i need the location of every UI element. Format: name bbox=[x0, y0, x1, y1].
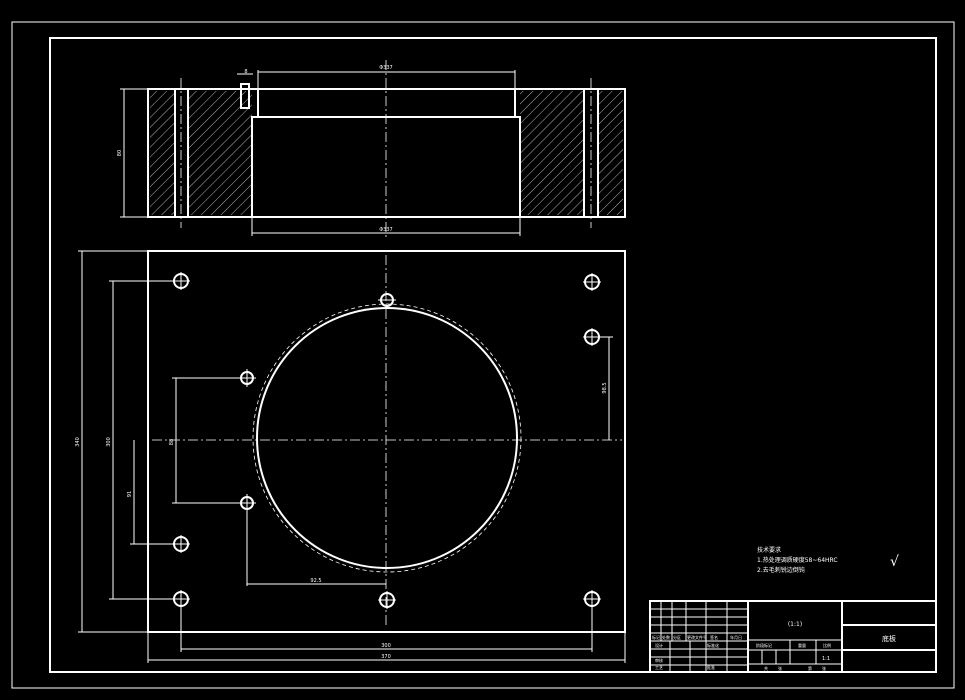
title-block-border bbox=[649, 600, 937, 673]
label-total: 共 bbox=[764, 665, 768, 671]
bottom-hole-dim-label: 92.5 bbox=[310, 578, 321, 584]
label-date: 年月日 bbox=[730, 634, 742, 640]
title-block-revision-row: 标记 处数 分区 更改文件号 签名 年月日 bbox=[652, 634, 742, 640]
label-approve: 批准 bbox=[707, 664, 715, 670]
section-hatch-right-outer bbox=[598, 91, 623, 215]
plan-view: 340 300 91 88 98.5 92.5 300 370 bbox=[75, 250, 626, 663]
title-block: 标记 处数 分区 更改文件号 签名 年月日 设计 标准化 审核 工艺 批准 (1… bbox=[649, 600, 937, 673]
technical-notes: 技术要求 1.热处理调质硬度58~64HRC 2.去毛刺锐边倒钝 bbox=[757, 546, 838, 574]
counterbore-interior bbox=[258, 91, 515, 117]
label-review: 审核 bbox=[655, 657, 663, 663]
label-mark: 标记 bbox=[652, 634, 660, 640]
offset-label: 91 bbox=[127, 491, 133, 497]
central-bore-circle bbox=[256, 307, 518, 569]
title-block-approval-rows: 设计 标准化 审核 工艺 批准 bbox=[655, 642, 719, 670]
section-view: Φ337 8 Φ337 80 bbox=[117, 60, 626, 240]
slot-label: 8 bbox=[244, 69, 247, 75]
overall-width-label: 370 bbox=[381, 654, 391, 660]
label-sheet: 张 bbox=[822, 665, 826, 671]
label-signature: 签名 bbox=[710, 634, 718, 640]
title-block-grid bbox=[650, 601, 748, 672]
notes-heading: 技术要求 bbox=[757, 546, 781, 554]
label-ratio: 比例 bbox=[823, 642, 831, 648]
label-change-doc: 更改文件号 bbox=[687, 634, 707, 640]
top-diameter-label: Φ337 bbox=[379, 65, 392, 71]
label-weight: 重量 bbox=[798, 642, 806, 648]
overall-height-label: 340 bbox=[75, 437, 81, 447]
section-hatch-left-outer bbox=[150, 91, 175, 215]
keyway-slot bbox=[240, 83, 250, 109]
inner-height-label: 300 bbox=[106, 437, 112, 447]
title-block-scale: 1:1 bbox=[822, 656, 830, 662]
inner-width-label: 300 bbox=[381, 643, 391, 649]
bolt-holes bbox=[173, 273, 600, 608]
label-zone: 分区 bbox=[673, 634, 681, 640]
label-process: 工艺 bbox=[655, 665, 663, 670]
hole-spacing-label: 88 bbox=[169, 439, 175, 445]
label-sheets: 张 bbox=[778, 665, 782, 671]
sheet-outer-border bbox=[11, 21, 955, 689]
label-design: 设计 bbox=[655, 642, 663, 648]
drawing-frame bbox=[49, 37, 937, 673]
section-hatch-left-inner bbox=[188, 91, 252, 215]
plate-outline bbox=[147, 250, 626, 633]
right-dim-label: 98.5 bbox=[602, 382, 608, 393]
surface-roughness-symbol: √ bbox=[890, 554, 899, 570]
label-standard: 标准化 bbox=[707, 642, 719, 648]
title-block-scale-view: (1:1) bbox=[788, 621, 802, 628]
notes-line-1: 1.热处理调质硬度58~64HRC bbox=[757, 556, 838, 564]
section-outline bbox=[147, 88, 626, 218]
height-label: 80 bbox=[117, 150, 123, 156]
label-count: 处数 bbox=[662, 634, 670, 640]
part-name: 底板 bbox=[882, 634, 896, 643]
notes-line-2: 2.去毛刺锐边倒钝 bbox=[757, 566, 805, 574]
central-bore-hidden-circle bbox=[252, 303, 522, 573]
bore-profile bbox=[251, 89, 521, 217]
section-hatch-right-inner bbox=[520, 91, 584, 215]
label-sheet-no: 第 bbox=[808, 665, 812, 671]
bottom-diameter-label: Φ337 bbox=[379, 227, 392, 233]
hole-crosshairs bbox=[172, 272, 601, 609]
label-stage: 阶段标记 bbox=[756, 642, 772, 648]
